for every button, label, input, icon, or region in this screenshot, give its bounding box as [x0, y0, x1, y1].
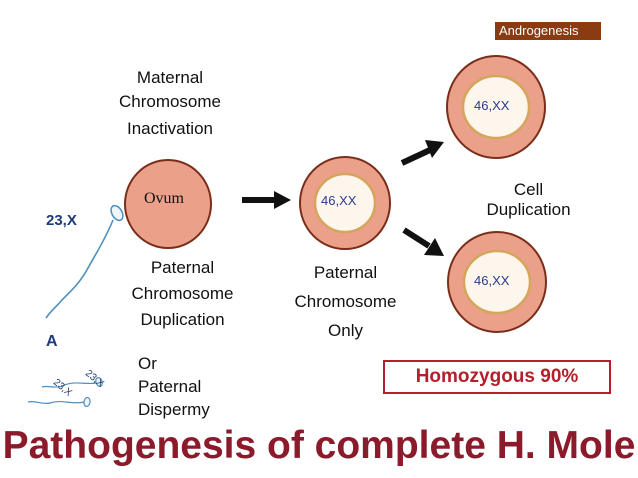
dispermy-line-1: Or	[138, 354, 157, 373]
cell-dup-line-2: Duplication	[486, 200, 571, 219]
paternal-only-line-1: Paternal	[313, 263, 378, 282]
arrow-ovum-to-cell	[242, 191, 291, 209]
bottom-nucleus	[462, 249, 532, 315]
paternal-dup-line-1: Paternal	[150, 258, 215, 277]
maternal-line-3: Inactivation	[127, 119, 213, 138]
homozygous-box: Homozygous 90%	[383, 360, 611, 394]
maternal-line-1: Maternal	[136, 68, 204, 87]
ovum-cell	[124, 159, 212, 249]
arrow-to-top-cell	[400, 140, 444, 166]
ovum-label: Ovum	[144, 190, 184, 207]
cell-dup-line-1: Cell	[513, 180, 544, 199]
top-nucleus	[461, 74, 531, 140]
dispermy-line-3: Dispermy	[138, 400, 210, 419]
paternal-only-label: Paternal Chromosome Only	[278, 258, 413, 345]
paternal-dup-line-3: Duplication	[140, 310, 225, 329]
slide-title: Pathogenesis of complete H. Mole	[2, 424, 636, 467]
panel-letter: A	[46, 333, 58, 350]
top-cell-label: 46,XX	[474, 98, 510, 113]
dispermy-line-2: Paternal	[138, 377, 202, 396]
dispermy-label: Or Paternal Dispermy	[138, 352, 210, 421]
sperm-label: 23,X	[46, 212, 77, 229]
paternal-only-line-2: Chromosome	[294, 292, 397, 311]
center-nucleus	[313, 172, 377, 234]
paternal-duplication-label: Paternal Chromosome Duplication	[110, 255, 255, 333]
paternal-only-line-3: Only	[328, 321, 363, 340]
maternal-line-2: Chromosome	[118, 92, 222, 111]
sperm-large	[45, 204, 124, 319]
sperm-small-2	[27, 396, 91, 408]
cell-duplication-label: Cell Duplication	[466, 180, 591, 220]
arrow-to-bottom-cell	[402, 227, 444, 256]
maternal-inactivation-label: Maternal Chromosome Inactivation	[100, 66, 240, 141]
center-cell-label: 46,XX	[321, 193, 357, 208]
bottom-cell-label: 46,XX	[474, 273, 510, 288]
androgenesis-badge: Androgenesis	[495, 22, 601, 40]
paternal-dup-line-2: Chromosome	[131, 284, 234, 303]
sperm-small-1	[41, 377, 103, 388]
